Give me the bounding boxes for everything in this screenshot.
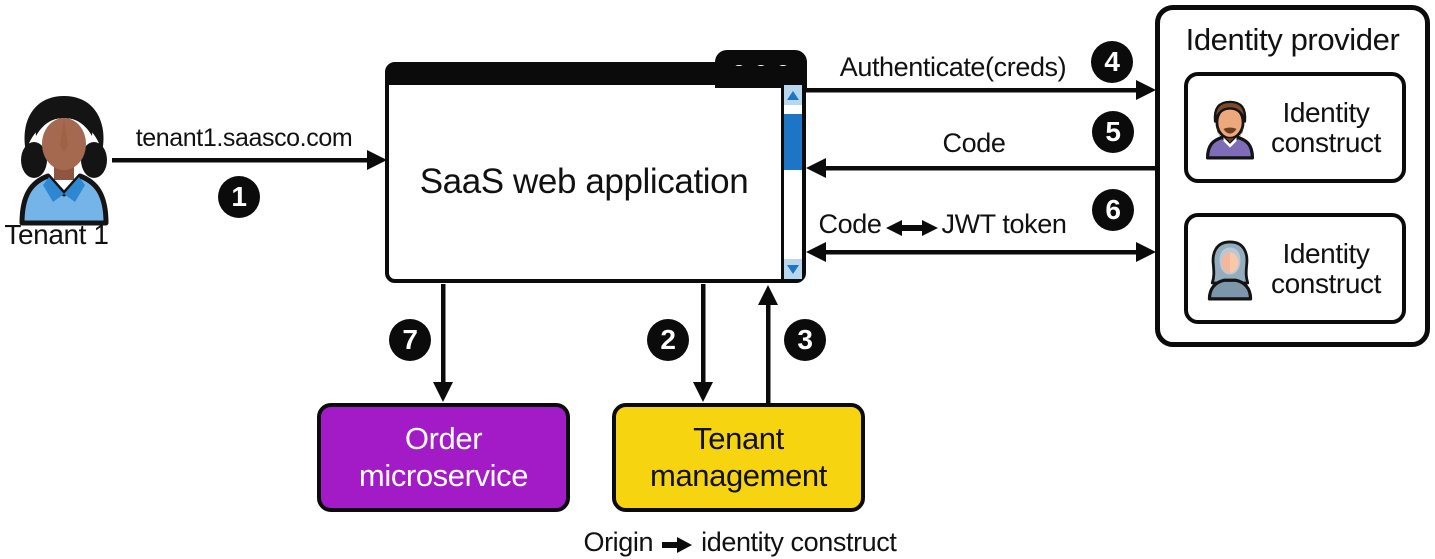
- browser-app-title: SaaS web application: [419, 162, 749, 201]
- scrollbar-thumb: [784, 114, 802, 170]
- step-number: 2: [660, 324, 676, 355]
- step-number: 1: [231, 181, 247, 212]
- arrow-tenant-to-app: [112, 150, 387, 170]
- code-label: Code: [942, 128, 1006, 158]
- token-exchange-label: Code JWT token: [800, 209, 1085, 240]
- scroll-up-button: [784, 85, 802, 105]
- up-triangle-icon: [787, 90, 799, 100]
- tenant-label: Tenant 1: [4, 219, 109, 250]
- step-badge-1: 1: [218, 176, 260, 218]
- token-exchange-label-left: Code: [818, 209, 882, 239]
- step-badge-4: 4: [1091, 41, 1133, 83]
- step-number: 6: [1105, 194, 1121, 225]
- arrow-code: [806, 158, 1155, 178]
- identity-construct-box-2: Identity construct: [1184, 213, 1406, 324]
- browser-scrollbar: [781, 85, 802, 279]
- tenant-box-line2: management: [650, 457, 827, 493]
- step-number: 4: [1104, 46, 1120, 77]
- step-number: 3: [797, 324, 813, 355]
- step-number: 5: [1105, 116, 1121, 147]
- identity-provider-box: Identity provider Identity construct Ide…: [1155, 5, 1430, 347]
- order-microservice-box: Order microservice: [317, 403, 570, 512]
- scroll-down-button: [784, 259, 802, 279]
- identity-construct-box-1: Identity construct: [1184, 72, 1406, 183]
- tenant-url-label: tenant1.saasco.com: [135, 124, 353, 152]
- step-badge-5: 5: [1092, 111, 1134, 153]
- right-arrow-icon: [662, 536, 693, 553]
- step-badge-6: 6: [1092, 189, 1134, 231]
- browser-titlebar: [389, 66, 802, 85]
- scrollbar-gap: [784, 105, 802, 114]
- identity-construct-label: Identity construct: [1271, 97, 1381, 158]
- order-box-line1: Order: [404, 420, 483, 456]
- scrollbar-track: [784, 170, 802, 259]
- hijab-woman-avatar-icon: [1207, 240, 1253, 300]
- identity-construct-label: Identity construct: [1271, 238, 1381, 299]
- arrow-token-exchange: [806, 242, 1156, 262]
- double-arrow-icon: [885, 219, 938, 236]
- identity-provider-title: Identity provider: [1185, 22, 1400, 57]
- caption-origin-text: Origin: [583, 527, 654, 557]
- man-avatar-icon: [1205, 100, 1255, 159]
- arrow-to-tenant-mgmt: [693, 284, 713, 402]
- authenticate-label: Authenticate(creds): [839, 52, 1067, 82]
- origin-caption: Origin identity construct: [560, 527, 920, 558]
- tenant-management-box: Tenant management: [612, 403, 865, 512]
- arrow-authenticate: [806, 80, 1156, 100]
- step-badge-7: 7: [389, 319, 431, 361]
- tenant-box-line1: Tenant: [693, 420, 784, 456]
- browser-window: SaaS web application: [385, 50, 807, 283]
- token-exchange-label-right: JWT token: [941, 209, 1067, 239]
- down-triangle-icon: [787, 264, 799, 274]
- caption-identity-construct-text: identity construct: [701, 527, 897, 557]
- tenant-woman-avatar: [19, 96, 109, 226]
- order-box-line2: microservice: [358, 457, 529, 493]
- step-number: 7: [402, 324, 418, 355]
- arrow-to-order-service: [433, 284, 453, 402]
- step-badge-2: 2: [647, 319, 689, 361]
- step-badge-3: 3: [784, 319, 826, 361]
- arrow-from-tenant-mgmt: [758, 285, 778, 403]
